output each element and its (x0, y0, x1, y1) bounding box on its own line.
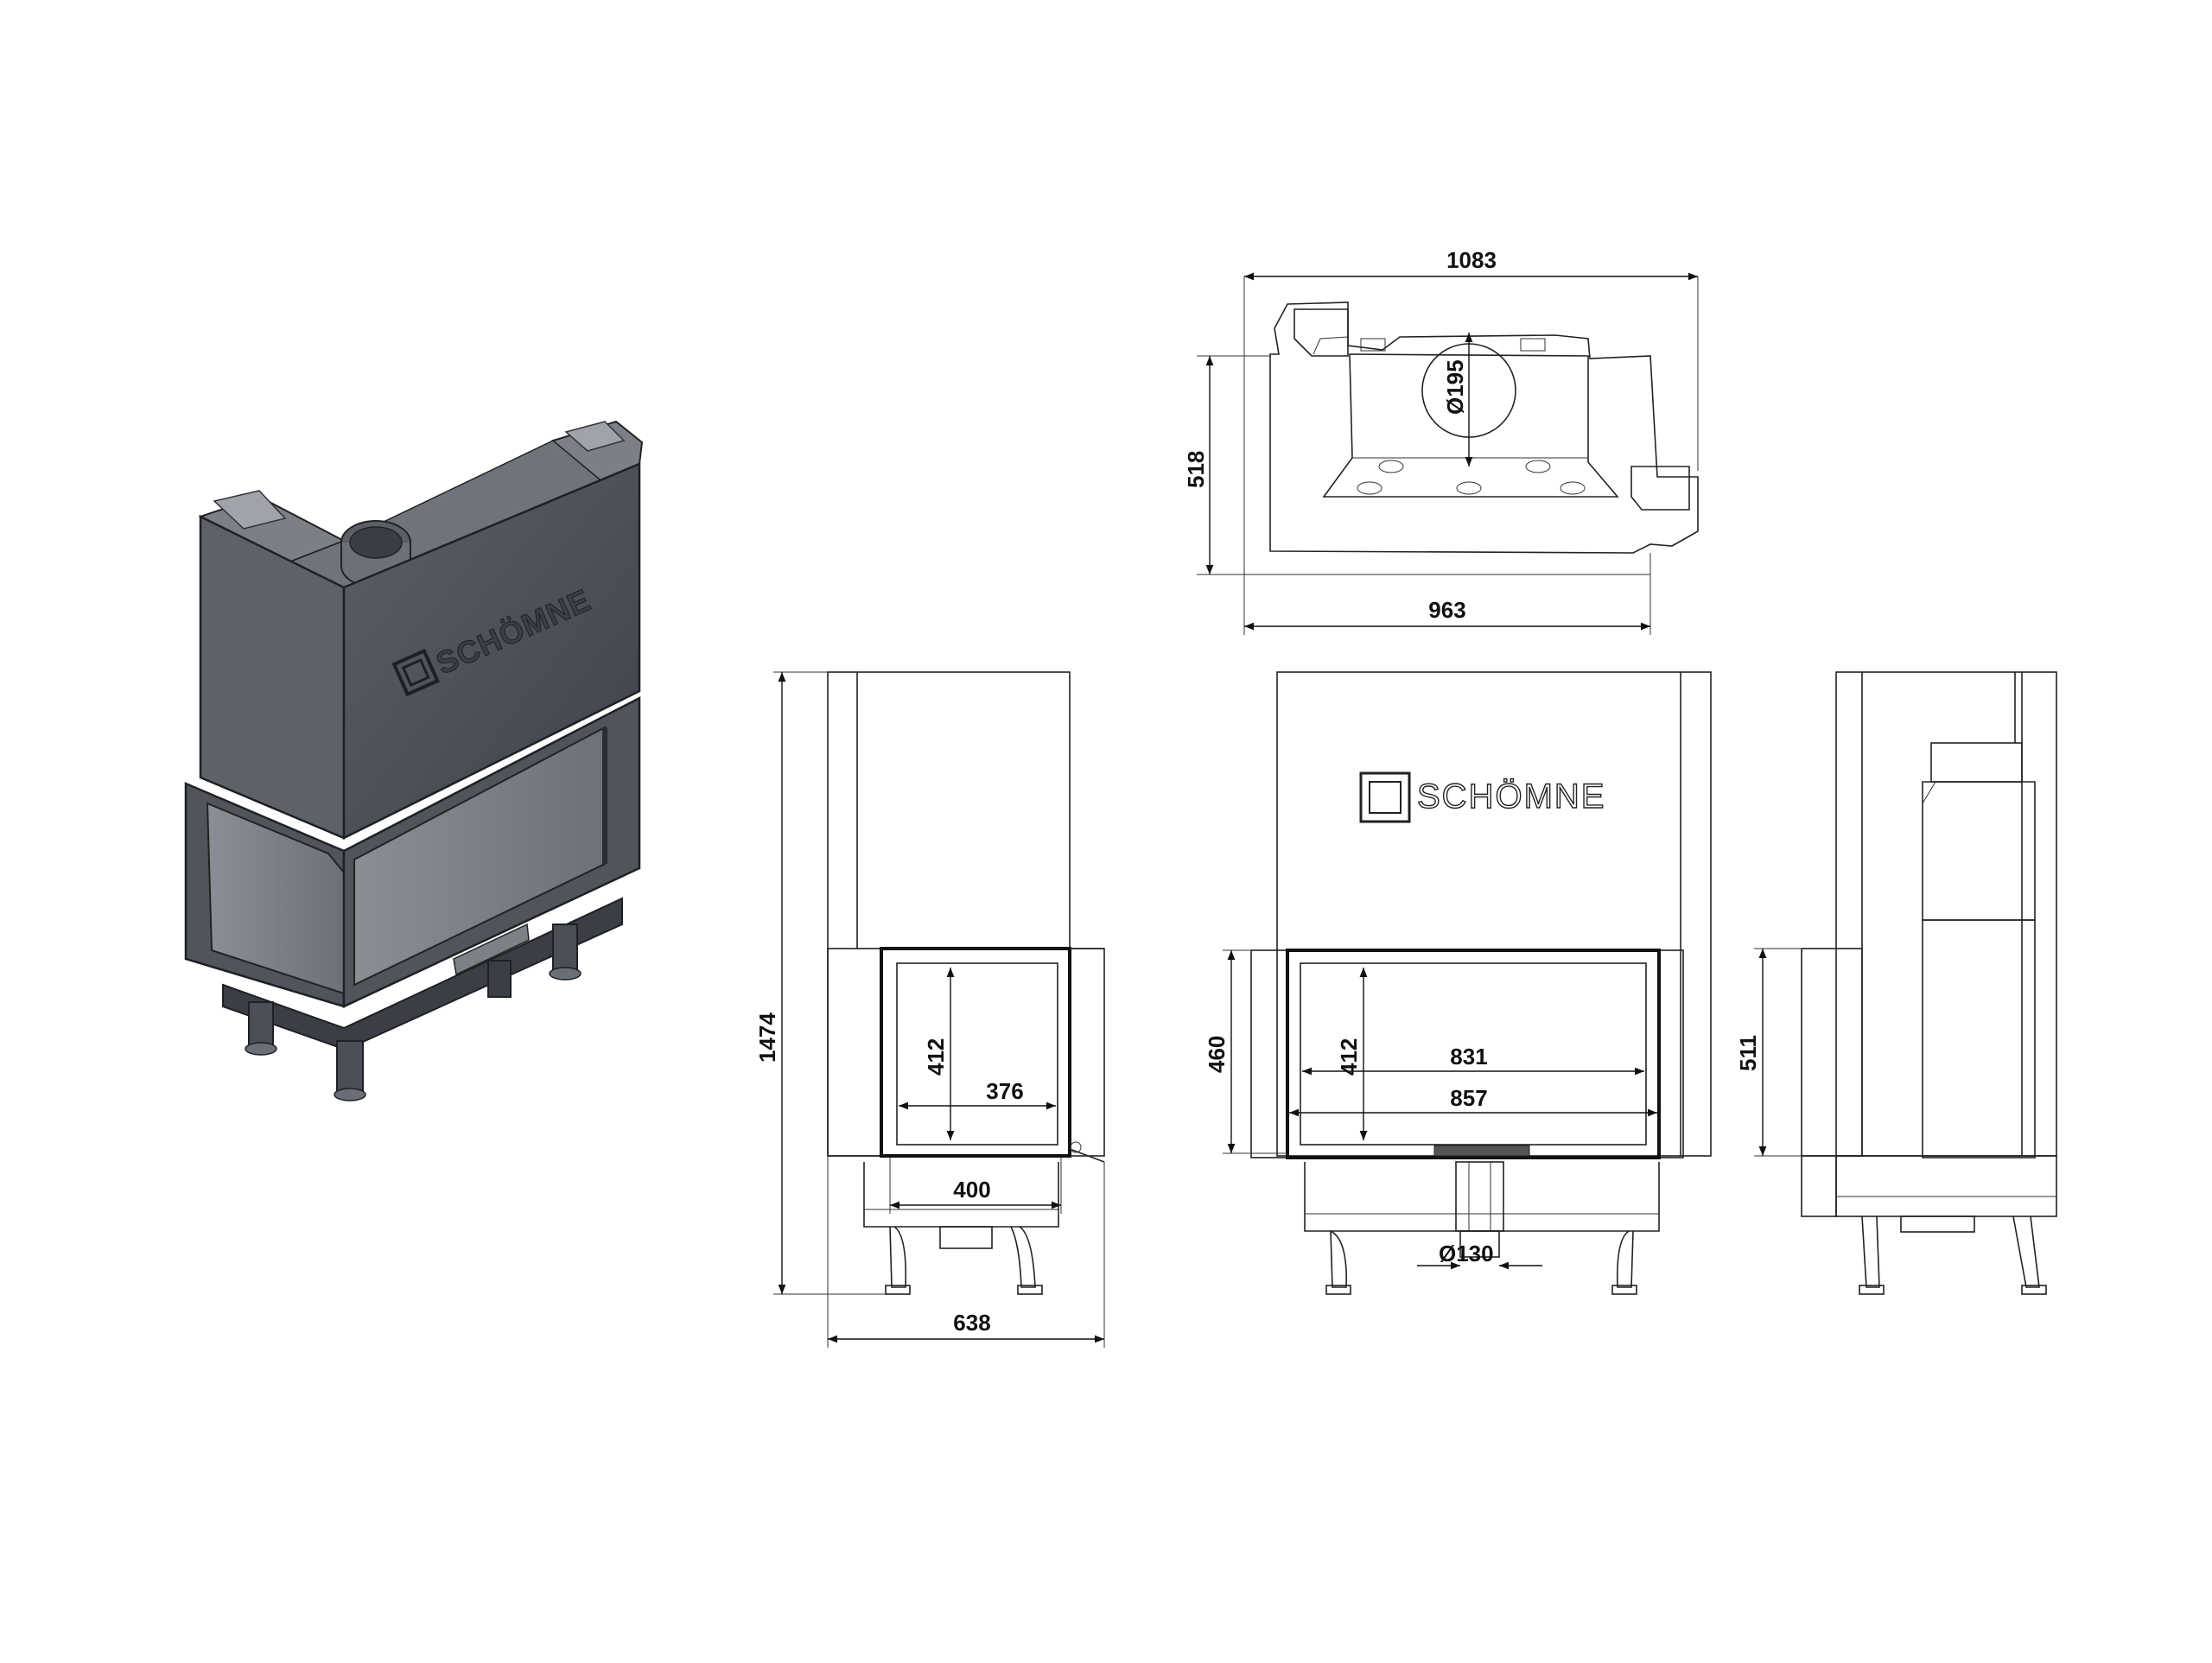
air-hole-1 (1378, 460, 1404, 473)
iso-leg-2 (336, 1040, 364, 1092)
iso-logo-inner-square-icon (401, 658, 430, 688)
side-view: 1474 412 376 400 638 (754, 671, 1105, 1348)
side-glass (896, 962, 1058, 1146)
rside-body (1835, 671, 2057, 1157)
front-leg-left (1330, 1230, 1347, 1288)
top-firebox-chamber (1322, 353, 1619, 498)
front-glass (1300, 962, 1647, 1146)
rside-flue-box (1930, 742, 2023, 783)
dim-label-130: Ø130 (1439, 1241, 1494, 1266)
front-logo-inner-square-icon (1369, 781, 1402, 814)
air-hole-3 (1357, 481, 1382, 495)
rside-foot-left (1859, 1285, 1885, 1295)
air-hole-2 (1525, 460, 1551, 473)
right-side-view: 511 (1735, 671, 2057, 1295)
air-hole-4 (1456, 481, 1482, 495)
rside-door-profile (1801, 948, 1863, 1157)
side-handle (1069, 1148, 1105, 1163)
iso-leg-4 (487, 960, 512, 998)
iso-leg-3 (552, 924, 578, 972)
side-handle-knob-icon (1070, 1141, 1082, 1153)
iso-foot-2 (334, 1088, 366, 1101)
front-brand-logo: SCHÖMNE (1359, 771, 1605, 823)
top-outline (1269, 301, 1699, 554)
side-leg-right (1010, 1226, 1036, 1288)
front-foot-left (1325, 1285, 1351, 1295)
top-block-right (1630, 466, 1690, 511)
front-brand-name: SCHÖMNE (1417, 778, 1605, 816)
side-air-box (939, 1226, 993, 1249)
rside-foot-right (2021, 1285, 2047, 1295)
iso-foot-1 (245, 1042, 277, 1056)
iso-air-control-handle (453, 923, 530, 976)
front-air-inlet (1459, 1230, 1500, 1258)
front-leg-right (1616, 1230, 1634, 1288)
side-foot-right (1017, 1285, 1043, 1295)
rside-chamber-bevel (1922, 781, 1936, 804)
isometric-view: SCHÖMNE (184, 420, 644, 1101)
rside-door-base (1801, 1155, 1837, 1217)
side-firebox (827, 948, 1105, 1157)
rside-base (1835, 1155, 2057, 1217)
top-tab-1 (1360, 338, 1386, 352)
dim-label-1474: 1474 (754, 1012, 780, 1063)
dim-label-638: 638 (953, 1310, 990, 1336)
dim-label-857: 857 (1450, 1085, 1487, 1111)
rside-leg-right (2012, 1216, 2040, 1288)
front-base (1304, 1162, 1660, 1232)
iso-base-plinth (222, 897, 623, 1051)
dim-label-460: 460 (1204, 1036, 1230, 1073)
dim-label-400: 400 (953, 1177, 990, 1203)
dim-label-518: 518 (1183, 451, 1209, 488)
iso-logo-square-icon (391, 648, 440, 697)
front-view: SCHÖMNE 460 412 831 857 Ø130 (1204, 671, 1712, 1295)
side-leg-left (889, 1226, 907, 1288)
dim-label-1083: 1083 (1446, 247, 1497, 273)
front-door-frame (1286, 949, 1661, 1159)
rside-chamber-lower (1922, 919, 2036, 1158)
side-foot-left (885, 1285, 911, 1295)
dim-label-963: 963 (1428, 597, 1465, 623)
dim-label-412-front: 412 (1336, 1038, 1362, 1076)
iso-top-block-left (213, 490, 287, 530)
top-block-left (1294, 308, 1349, 357)
dim-label-831: 831 (1450, 1044, 1487, 1070)
rside-leg-left (1861, 1216, 1880, 1288)
iso-legs (245, 924, 582, 1101)
dim-label-511: 511 (1735, 1035, 1761, 1071)
side-hood-body (827, 671, 1071, 1157)
front-air-duct (1455, 1161, 1504, 1232)
dim-label-376: 376 (986, 1078, 1023, 1104)
rside-air-box (1900, 1216, 1975, 1233)
top-view: Ø195 1083 518 963 (1183, 247, 1699, 635)
iso-hood-right-face (342, 462, 641, 841)
iso-leg-1 (248, 1001, 274, 1046)
top-air-holes (1357, 460, 1586, 495)
top-inner-edge (1313, 336, 1349, 355)
iso-top-block-right (564, 421, 626, 452)
front-logo-square-icon (1359, 771, 1411, 823)
front-foot-right (1611, 1285, 1637, 1295)
dim-label-412-side: 412 (923, 1038, 949, 1076)
top-tab-2 (1520, 338, 1546, 352)
rside-chamber-upper (1922, 781, 2036, 921)
front-air-slider (1433, 1145, 1530, 1157)
iso-flue-opening (349, 526, 403, 559)
iso-foot-3 (549, 967, 582, 981)
top-flue-diameter-label: Ø195 (1442, 359, 1468, 415)
side-door-frame (880, 947, 1071, 1158)
air-hole-5 (1560, 481, 1586, 495)
